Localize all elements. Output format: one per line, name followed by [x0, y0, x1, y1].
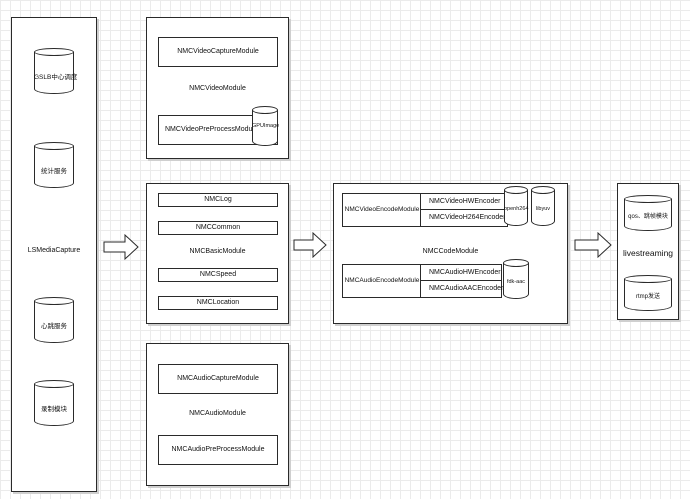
record-label: 录制模块: [41, 406, 67, 413]
video-encode-box: NMCVideoEncodeModule: [342, 193, 422, 227]
audio-encode-box: NMCAudioEncodeModule: [342, 264, 422, 298]
heartbeat-label: 心跳服务: [41, 323, 67, 330]
video-hw-encoder-label: NMCVideoHWEncoder: [429, 197, 501, 205]
video-module-title: NMCVideoModule: [189, 85, 246, 92]
gslb-label: GSLB中心调度: [34, 74, 78, 81]
audio-module-panel: NMCAudioCaptureModule NMCAudioModule NMC…: [146, 343, 289, 486]
video-h264-encoder-box: NMCVideoH264Encoder: [420, 209, 508, 227]
video-capture-box: NMCVideoCaptureModule: [158, 37, 278, 67]
arrow-right-icon: [293, 232, 327, 258]
arrow-right-icon: [574, 232, 612, 258]
video-module-panel: NMCVideoCaptureModule NMCVideoModule NMC…: [146, 17, 289, 159]
qos-label: qos、跳帧模块: [628, 214, 668, 220]
rtmp-label: rtmp发送: [635, 294, 660, 300]
arrow-right-icon: [103, 234, 139, 260]
openh264-cylinder: openh264: [504, 186, 528, 226]
audio-hw-encoder-box: NMCAudioHWEncoder: [420, 264, 502, 281]
audio-capture-box: NMCAudioCaptureModule: [158, 364, 278, 394]
fdk-aac-label: fdk-aac: [506, 279, 526, 285]
code-module-panel: NMCVideoEncodeModule NMCVideoHWEncoder N…: [333, 183, 568, 324]
stats-cylinder: 统计服务: [34, 142, 74, 188]
nmclog-box: NMCLog: [158, 193, 278, 207]
record-cylinder: 录制模块: [34, 380, 74, 426]
audio-module-title: NMCAudioModule: [189, 410, 246, 417]
libyuv-cylinder: libyuv: [531, 186, 555, 226]
gpuimage-cylinder: GPUImage: [252, 106, 280, 146]
video-hw-encoder-box: NMCVideoHWEncoder: [420, 193, 508, 210]
gslb-cylinder: GSLB中心调度: [34, 48, 78, 94]
heartbeat-cylinder: 心跳服务: [34, 297, 74, 343]
nmccommon-box: NMCCommon: [158, 221, 278, 235]
video-h264-encoder-label: NMCVideoH264Encoder: [429, 214, 506, 222]
nmclocation-box: NMCLocation: [158, 296, 278, 310]
audio-preprocess-box: NMCAudioPreProcessModule: [158, 435, 278, 465]
qos-cylinder: qos、跳帧模块: [624, 195, 672, 231]
gpuimage-label: GPUImage: [252, 123, 280, 129]
livestreaming-panel: qos、跳帧模块 livestreaming rtmp发送: [617, 183, 679, 320]
basic-module-panel: NMCLog NMCCommon NMCBasicModule NMCSpeed…: [146, 183, 289, 324]
libyuv-label: libyuv: [535, 206, 551, 212]
audio-aac-encoder-box: NMCAudioAACEncoder: [420, 280, 504, 298]
audio-aac-encoder-label: NMCAudioAACEncoder: [429, 285, 504, 293]
lsmediacapture-title: LSMediaCapture: [27, 247, 81, 254]
audio-hw-encoder-label: NMCAudioHWEncoder: [429, 268, 501, 276]
lsmediacapture-panel: GSLB中心调度 统计服务 LSMediaCapture 心跳服务 录制模块: [11, 17, 97, 492]
openh264-label: openh264: [504, 206, 529, 212]
video-preprocess-label: NMCVideoPreProcessModule: [165, 126, 258, 134]
livestreaming-title: livestreaming: [622, 248, 674, 258]
nmcspeed-box: NMCSpeed: [158, 268, 278, 282]
basic-module-title: NMCBasicModule: [189, 248, 246, 255]
stats-label: 统计服务: [41, 168, 67, 175]
rtmp-cylinder: rtmp发送: [624, 275, 672, 311]
code-module-title: NMCCodeModule: [422, 248, 479, 255]
fdk-aac-cylinder: fdk-aac: [503, 259, 529, 299]
